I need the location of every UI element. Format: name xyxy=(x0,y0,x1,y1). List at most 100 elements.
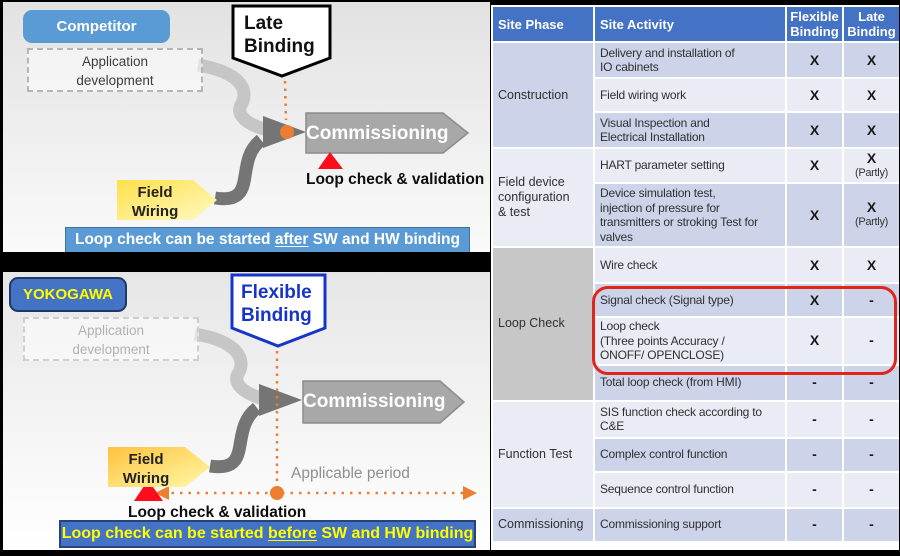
late-binding-cell: - xyxy=(844,472,899,507)
activity-cell: Signal check (Signal type) xyxy=(595,284,785,316)
flexible-binding-cell: X xyxy=(787,113,842,147)
yokogawa-flow-diagram xyxy=(108,273,477,501)
activity-cell: Loop check (Three points Accuracy / ONOF… xyxy=(595,318,785,364)
banner-text: SW and HW binding xyxy=(316,525,474,542)
flexible-binding-cell: X xyxy=(787,79,842,111)
binding-mark: X xyxy=(866,149,877,166)
field-wiring-label: Field Wiring xyxy=(122,451,170,487)
table-row: Loop check (Three points Accuracy / ONOF… xyxy=(493,318,899,364)
late-binding-cell: X(Partly) xyxy=(844,149,899,182)
yokogawa-badge: YOKOGAWA xyxy=(9,277,127,312)
competitor-banner: Loop check can be started after SW and H… xyxy=(65,227,470,252)
yokogawa-panel: YOKOGAWA Application development Flexibl… xyxy=(3,272,490,550)
flexible-binding-cell: - xyxy=(787,401,842,437)
activity-cell: Field wiring work xyxy=(595,79,785,111)
table-header-row: Site Phase Site Activity Flexible Bindin… xyxy=(493,7,899,41)
late-binding-cell: X(Partly) xyxy=(844,184,899,246)
table-row: Field device configuration & test HART p… xyxy=(493,149,899,246)
banner-text: Loop check can be started xyxy=(61,525,268,542)
activity-cell: Commissioning support xyxy=(595,508,785,541)
timeline-left-arrow-icon xyxy=(155,486,169,500)
activity-cell: Visual Inspection and Electrical Install… xyxy=(595,113,785,147)
phase-cell: Construction xyxy=(493,43,593,147)
table-row: Visual Inspection and Electrical Install… xyxy=(493,113,899,147)
binding-mark: X xyxy=(866,199,877,215)
activity-cell: Complex control function xyxy=(595,438,785,471)
flexible-binding-cell: - xyxy=(787,472,842,507)
binding-note: (Partly) xyxy=(854,166,889,179)
flexible-binding-cell: - xyxy=(787,365,842,400)
table-row: Sequence control function - - xyxy=(493,472,899,507)
table-row: Field wiring work X X xyxy=(493,79,899,111)
phase-cell: Loop Check xyxy=(493,248,593,400)
phase-cell: Function Test xyxy=(493,401,593,507)
col-header-flexible-binding: Flexible Binding xyxy=(787,7,842,41)
late-binding-cell: - xyxy=(844,401,899,437)
commissioning-arrow xyxy=(305,112,470,154)
table-row: Construction Delivery and installation o… xyxy=(493,43,899,147)
flexible-binding-cell: X xyxy=(787,318,842,364)
binding-point-dot xyxy=(270,486,284,500)
loop-check-validation-label: Loop check & validation xyxy=(306,171,485,188)
flexible-binding-cell: X xyxy=(787,284,842,316)
applicable-period-label: Applicable period xyxy=(291,465,410,482)
activity-cell: Sequence control function xyxy=(595,472,785,507)
flexible-binding-cell: X xyxy=(787,184,842,246)
late-binding-cell: - xyxy=(844,318,899,364)
table-row: Commissioning Commissioning support - - xyxy=(493,508,899,541)
late-binding-cell: X xyxy=(844,248,899,282)
binding-point-dot xyxy=(280,125,294,139)
flow-arrowhead-icon xyxy=(259,384,302,416)
activity-cell: Wire check xyxy=(595,248,785,282)
flexible-binding-cell: X xyxy=(787,248,842,282)
table-row: Loop Check Wire check X X xyxy=(493,248,899,400)
flexible-binding-cell: - xyxy=(787,508,842,541)
activity-cell: Device simulation test, injection of pre… xyxy=(595,184,785,246)
flexible-binding-tag-shape xyxy=(230,273,327,348)
col-header-site-activity: Site Activity xyxy=(595,7,785,41)
col-header-late-binding: Late Binding xyxy=(844,7,899,41)
late-binding-cell: X xyxy=(844,113,899,147)
table-row: Device simulation test, injection of pre… xyxy=(493,184,899,246)
field-wiring-shape xyxy=(117,180,217,220)
field-wiring-shape xyxy=(108,447,210,487)
phase-cell: Field device configuration & test xyxy=(493,149,593,246)
late-binding-cell: - xyxy=(844,508,899,541)
table-row: Complex control function - - xyxy=(493,438,899,471)
activity-cell: Delivery and installation of IO cabinets xyxy=(595,43,785,77)
late-binding-cell: X xyxy=(844,43,899,77)
flexible-binding-cell: X xyxy=(787,149,842,182)
red-highlight-annotation xyxy=(592,286,897,375)
loop-check-validation-label: Loop check & validation xyxy=(128,504,307,521)
activity-cell: Total loop check (from HMI) xyxy=(595,365,785,400)
flexible-binding-cell: - xyxy=(787,438,842,471)
table-row: Total loop check (from HMI) - - xyxy=(493,365,899,400)
field-wiring-flow-curve xyxy=(209,402,262,474)
commissioning-label: Commissioning xyxy=(303,391,446,412)
yokogawa-banner: Loop check can be started before SW and … xyxy=(59,520,476,548)
application-development-box: Application development xyxy=(23,317,199,361)
banner-text: SW and HW binding xyxy=(308,231,460,248)
phase-cell: Commissioning xyxy=(493,508,593,541)
late-binding-tag-shape xyxy=(231,4,332,78)
competitor-flow-diagram xyxy=(117,4,470,220)
table-row: Function Test SIS function check accordi… xyxy=(493,401,899,507)
late-binding-label: Late Binding xyxy=(244,13,315,57)
commissioning-label: Commissioning xyxy=(306,123,449,144)
site-activity-table: Site Phase Site Activity Flexible Bindin… xyxy=(491,5,899,550)
banner-text: Loop check can be started xyxy=(75,231,275,248)
binding-point-dotted-line xyxy=(283,80,288,121)
binding-note: (Partly) xyxy=(854,216,889,228)
competitor-badge: Competitor xyxy=(23,10,170,43)
loop-check-marker-icon xyxy=(134,480,163,501)
loop-check-marker-icon xyxy=(318,152,343,169)
late-binding-cell: - xyxy=(844,438,899,471)
activity-cell: SIS function check according to C&E xyxy=(595,401,785,437)
late-binding-cell: X xyxy=(844,79,899,111)
activity-cell: HART parameter setting xyxy=(595,149,785,182)
flexible-binding-label: Flexible Binding xyxy=(241,282,312,326)
timeline-right-arrow-icon xyxy=(463,486,477,500)
application-development-box: Application development xyxy=(27,48,203,92)
app-dev-flow-curve xyxy=(193,327,273,407)
